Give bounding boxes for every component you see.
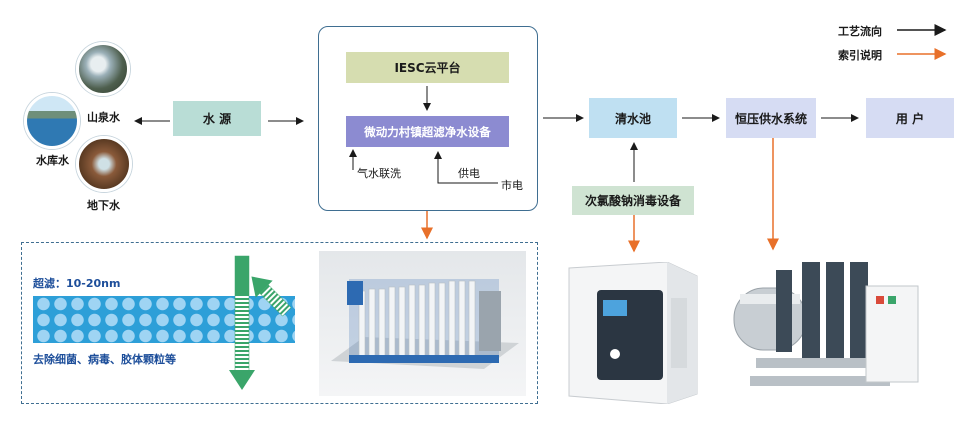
pressure-system-image	[726, 258, 922, 404]
air-water-wash-label: 气水联洗	[357, 167, 401, 180]
reservoir-photo	[24, 93, 80, 149]
groundwater-photo	[76, 136, 132, 192]
spring-photo	[76, 42, 130, 96]
water-source-box: 水 源	[173, 101, 261, 136]
groundwater-label: 地下水	[87, 199, 120, 212]
uf-equipment-drawing	[331, 279, 519, 369]
user-box: 用 户	[866, 98, 954, 138]
clear-pool-box: 清水池	[589, 98, 677, 138]
mains-power-label: 市电	[501, 179, 523, 192]
cloud-platform-box: IESC云平台	[346, 52, 509, 83]
membrane-layer	[33, 296, 295, 343]
disinfection-equipment-image	[567, 261, 699, 405]
treatment-container	[318, 26, 538, 211]
power-supply-label: 供电	[458, 167, 480, 180]
pressure-system-drawing	[733, 262, 919, 386]
uf-spec-label: 超滤：10-20nm	[33, 277, 121, 290]
uf-equipment-image	[319, 251, 526, 396]
disinfection-equipment-drawing	[568, 261, 698, 405]
spring-label: 山泉水	[87, 111, 120, 124]
filter-device-box: 微动力村镇超滤净水设备	[346, 116, 509, 147]
legend-flow-label: 工艺流向	[838, 25, 882, 38]
disinfection-box: 次氯酸钠消毒设备	[572, 186, 694, 215]
filtration-arrows	[229, 255, 292, 390]
constant-pressure-box: 恒压供水系统	[726, 98, 816, 138]
reservoir-label: 水库水	[36, 154, 69, 167]
removes-label: 去除细菌、病毒、胶体颗粒等	[33, 353, 176, 366]
ultrafiltration-detail-panel	[21, 242, 538, 404]
legend-index-label: 索引说明	[838, 49, 882, 62]
